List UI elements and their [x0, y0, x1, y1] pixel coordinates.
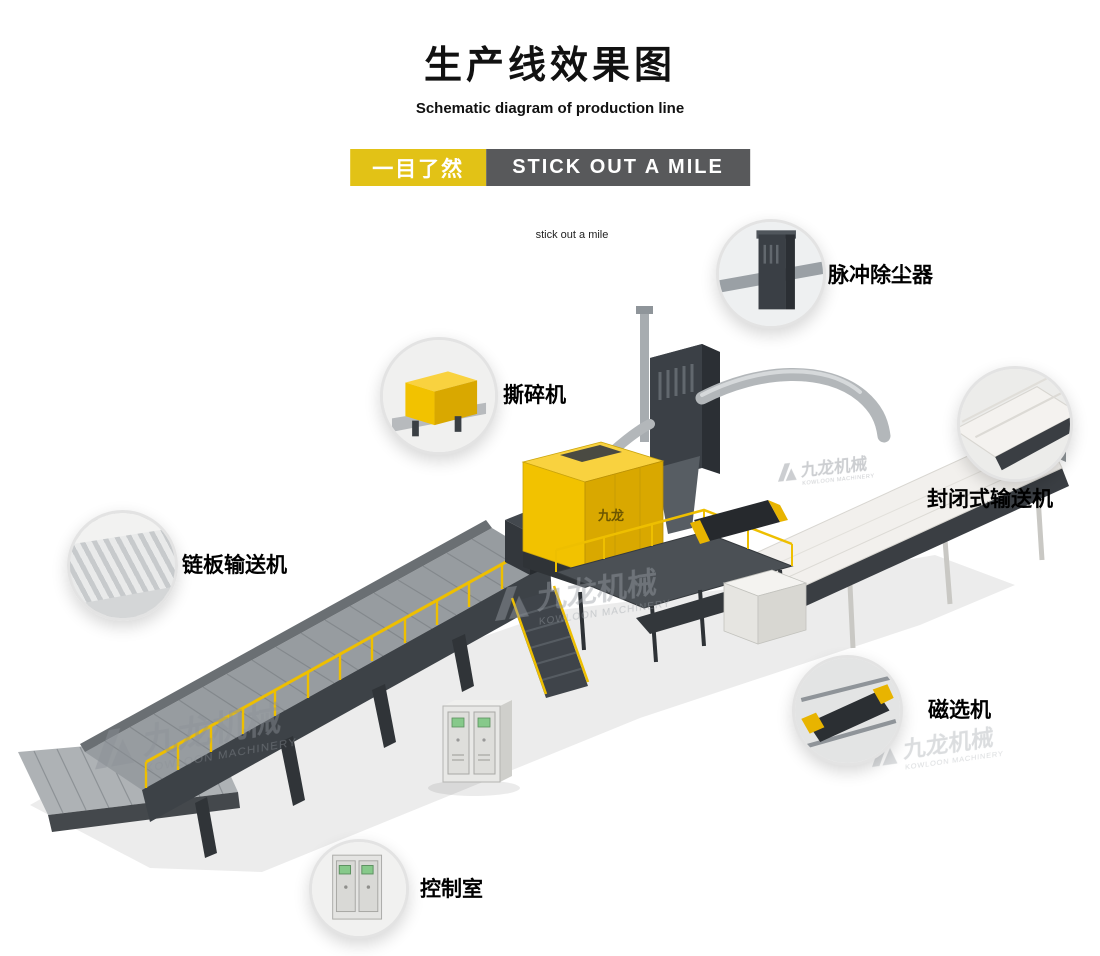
banner: 一目了然 STICK OUT A MILE — [350, 149, 750, 186]
enclosed-conveyor-icon — [960, 369, 1070, 479]
collection-box — [722, 569, 808, 645]
callout-label-magnetic-separator: 磁选机 — [928, 699, 991, 722]
stairs — [510, 585, 590, 698]
callout-circle-dust-collector — [716, 219, 826, 329]
shredder-machine: 九龙 — [521, 441, 665, 588]
incline-conveyor — [80, 520, 552, 858]
callout-circle-control-room — [309, 839, 409, 939]
banner-cn-label: 一目了然 — [350, 149, 487, 186]
dust-tower — [636, 306, 720, 534]
sorting-platform — [510, 500, 808, 698]
control-cabinet — [428, 700, 520, 796]
callout-label-dust-collector: 脉冲除尘器 — [828, 264, 933, 287]
chain-conveyor-icon — [70, 513, 175, 618]
conveyor-railing — [144, 541, 541, 788]
callout-circle-shredder — [380, 337, 498, 455]
magnetic-separator-icon — [795, 658, 900, 763]
callout-label-chain-conveyor: 链板输送机 — [182, 554, 287, 577]
callout-label-shredder: 撕碎机 — [503, 384, 566, 407]
callout-label-enclosed-conveyor: 封闭式输送机 — [927, 488, 1053, 511]
callout-circle-magnetic-separator — [792, 655, 903, 766]
page-title: 生产线效果图 — [423, 45, 676, 87]
dust-collector-icon — [719, 222, 823, 326]
shredder-icon — [383, 340, 495, 452]
control-room-icon — [312, 842, 406, 936]
tagline: stick out a mile — [535, 229, 609, 241]
callout-circle-enclosed-conveyor — [957, 366, 1073, 482]
callout-label-control-room: 控制室 — [420, 878, 483, 901]
page-subtitle: Schematic diagram of production line — [415, 100, 685, 117]
banner-en-label: STICK OUT A MILE — [486, 149, 750, 186]
callout-circle-chain-conveyor — [67, 510, 178, 621]
magnetic-separator-machine — [690, 500, 788, 544]
shredder-brand-label: 九龙 — [597, 508, 624, 523]
